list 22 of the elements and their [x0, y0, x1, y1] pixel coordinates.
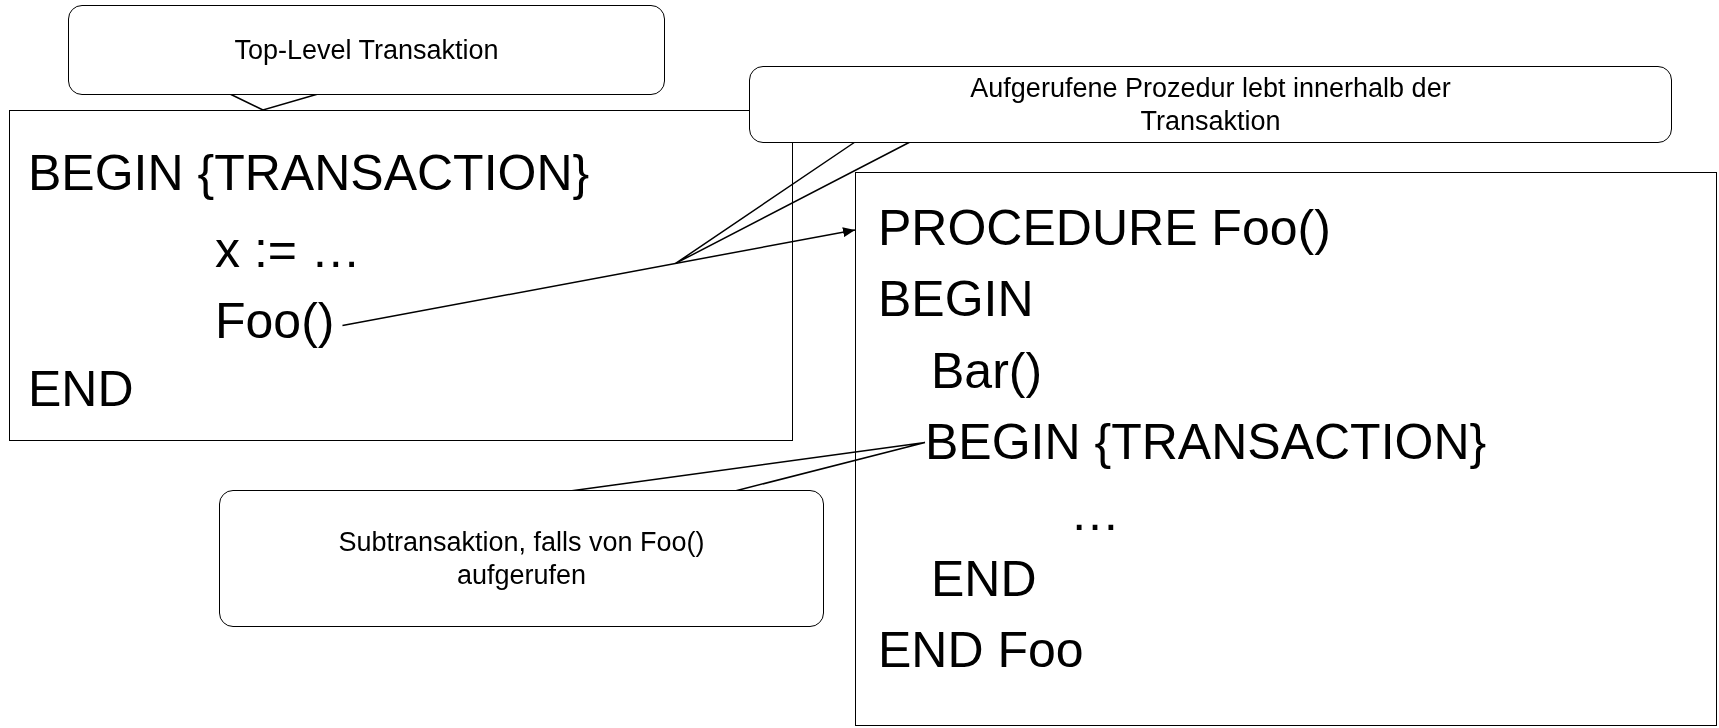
- code-line: Bar(): [931, 344, 1043, 399]
- callout-bubble: [749, 66, 1672, 143]
- arrow: [341, 227, 856, 327]
- code-box: [855, 172, 1717, 726]
- leader-line: [229, 93, 319, 111]
- callout-text: Aufgerufene Prozedur lebt innerhalb der Transaktion: [969, 72, 1452, 137]
- code-box: [9, 110, 793, 441]
- code-line: BEGIN {TRANSACTION}: [28, 146, 590, 201]
- callout-text: Top-Level Transaktion: [234, 33, 499, 67]
- code-line: Foo(): [215, 294, 335, 349]
- callout-bubble: [68, 5, 665, 95]
- callout-bubble: [219, 490, 824, 627]
- code-line: …: [1070, 486, 1120, 541]
- callout-text: Subtransaktion, falls von Foo() aufgerufen: [337, 526, 706, 591]
- code-line: BEGIN {TRANSACTION}: [925, 415, 1487, 470]
- code-line: BEGIN: [878, 272, 1034, 327]
- code-line: PROCEDURE Foo(): [878, 201, 1331, 256]
- code-line: END: [931, 552, 1037, 607]
- code-line: x := …: [215, 223, 361, 278]
- code-line: END Foo: [878, 623, 1084, 678]
- leader-line: [674, 141, 911, 265]
- code-line: END: [28, 362, 134, 417]
